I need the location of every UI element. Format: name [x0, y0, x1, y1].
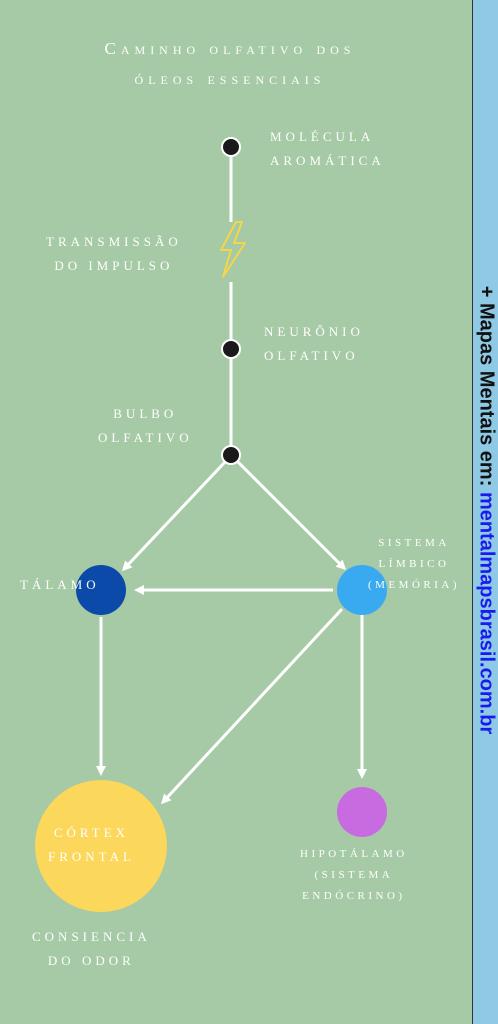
label-limbico-line2: Límbico: [378, 558, 450, 570]
label-cortex-line1: Córtex: [53, 825, 130, 840]
node-molecula-dot: [221, 137, 241, 157]
label-molecula: Molécula Aromática: [270, 125, 385, 173]
label-limbico-line1: Sistema: [378, 537, 450, 549]
label-talamo-line1: Tálamo: [20, 577, 100, 592]
side-banner-text: + Mapas Mentais em: mentalmapsbrasil.com…: [475, 286, 498, 735]
label-neuronio-line2: Olfativo: [264, 348, 359, 363]
label-consciencia: Consiencia do odor: [32, 925, 151, 973]
label-neuronio-line1: Neurônio: [264, 324, 364, 339]
label-bulbo-line2: Olfativo: [98, 430, 193, 445]
label-cortex: Córtex Frontal: [48, 821, 135, 869]
lightning-bolt-icon: [220, 221, 246, 278]
label-transmissao: Transmissão do Impulso: [46, 230, 182, 278]
label-talamo: Tálamo: [20, 573, 100, 597]
pathway-diagram: [35, 137, 387, 912]
node-limbico-circle: [337, 565, 387, 615]
label-consciencia-line1: Consiencia: [32, 929, 151, 944]
label-transmissao-line1: Transmissão: [46, 234, 182, 249]
arrow-bulbo-to-talamo: [121, 460, 227, 572]
label-bulbo: Bulbo Olfativo: [98, 402, 193, 450]
label-hipotalamo-line1: Hipotálamo: [300, 848, 408, 860]
node-bulbo-dot: [221, 445, 241, 465]
arrow-bulbo-to-limbico: [236, 460, 347, 571]
arrow-limbico-to-cortex: [160, 607, 344, 805]
label-neuronio: Neurônio Olfativo: [264, 320, 364, 368]
label-limbico-line3: (memória): [368, 579, 460, 591]
title-line-1: Caminho olfativo dos: [104, 39, 356, 58]
side-banner-url[interactable]: mentalmapsbrasil.com.br: [475, 491, 498, 735]
label-transmissao-line2: do Impulso: [54, 258, 174, 273]
node-hipotalamo-circle: [337, 787, 387, 837]
side-banner-prefix: + Mapas Mentais em:: [475, 285, 498, 492]
label-limbico: Sistema Límbico (memória): [368, 533, 460, 596]
title-line-2: óleos essenciais: [134, 69, 326, 88]
label-molecula-line1: Molécula: [270, 129, 375, 144]
node-cortex-circle: [35, 780, 167, 912]
label-hipotalamo-line2: (sistema: [314, 869, 394, 881]
side-banner[interactable]: + Mapas Mentais em: mentalmapsbrasil.com…: [472, 0, 498, 1024]
label-molecula-line2: Aromática: [270, 153, 385, 168]
label-hipotalamo: Hipotálamo (sistema endócrino): [300, 844, 408, 907]
label-cortex-line2: Frontal: [48, 849, 135, 864]
label-bulbo-line1: Bulbo: [113, 406, 178, 421]
node-talamo-circle: [76, 565, 126, 615]
label-consciencia-line2: do odor: [47, 953, 135, 968]
node-neuronio-dot: [221, 339, 241, 359]
label-hipotalamo-line3: endócrino): [302, 890, 406, 902]
diagram-canvas: Caminho olfativo dos óleos essenciais Mo…: [0, 34, 460, 973]
diagram-title: Caminho olfativo dos óleos essenciais: [0, 34, 460, 94]
